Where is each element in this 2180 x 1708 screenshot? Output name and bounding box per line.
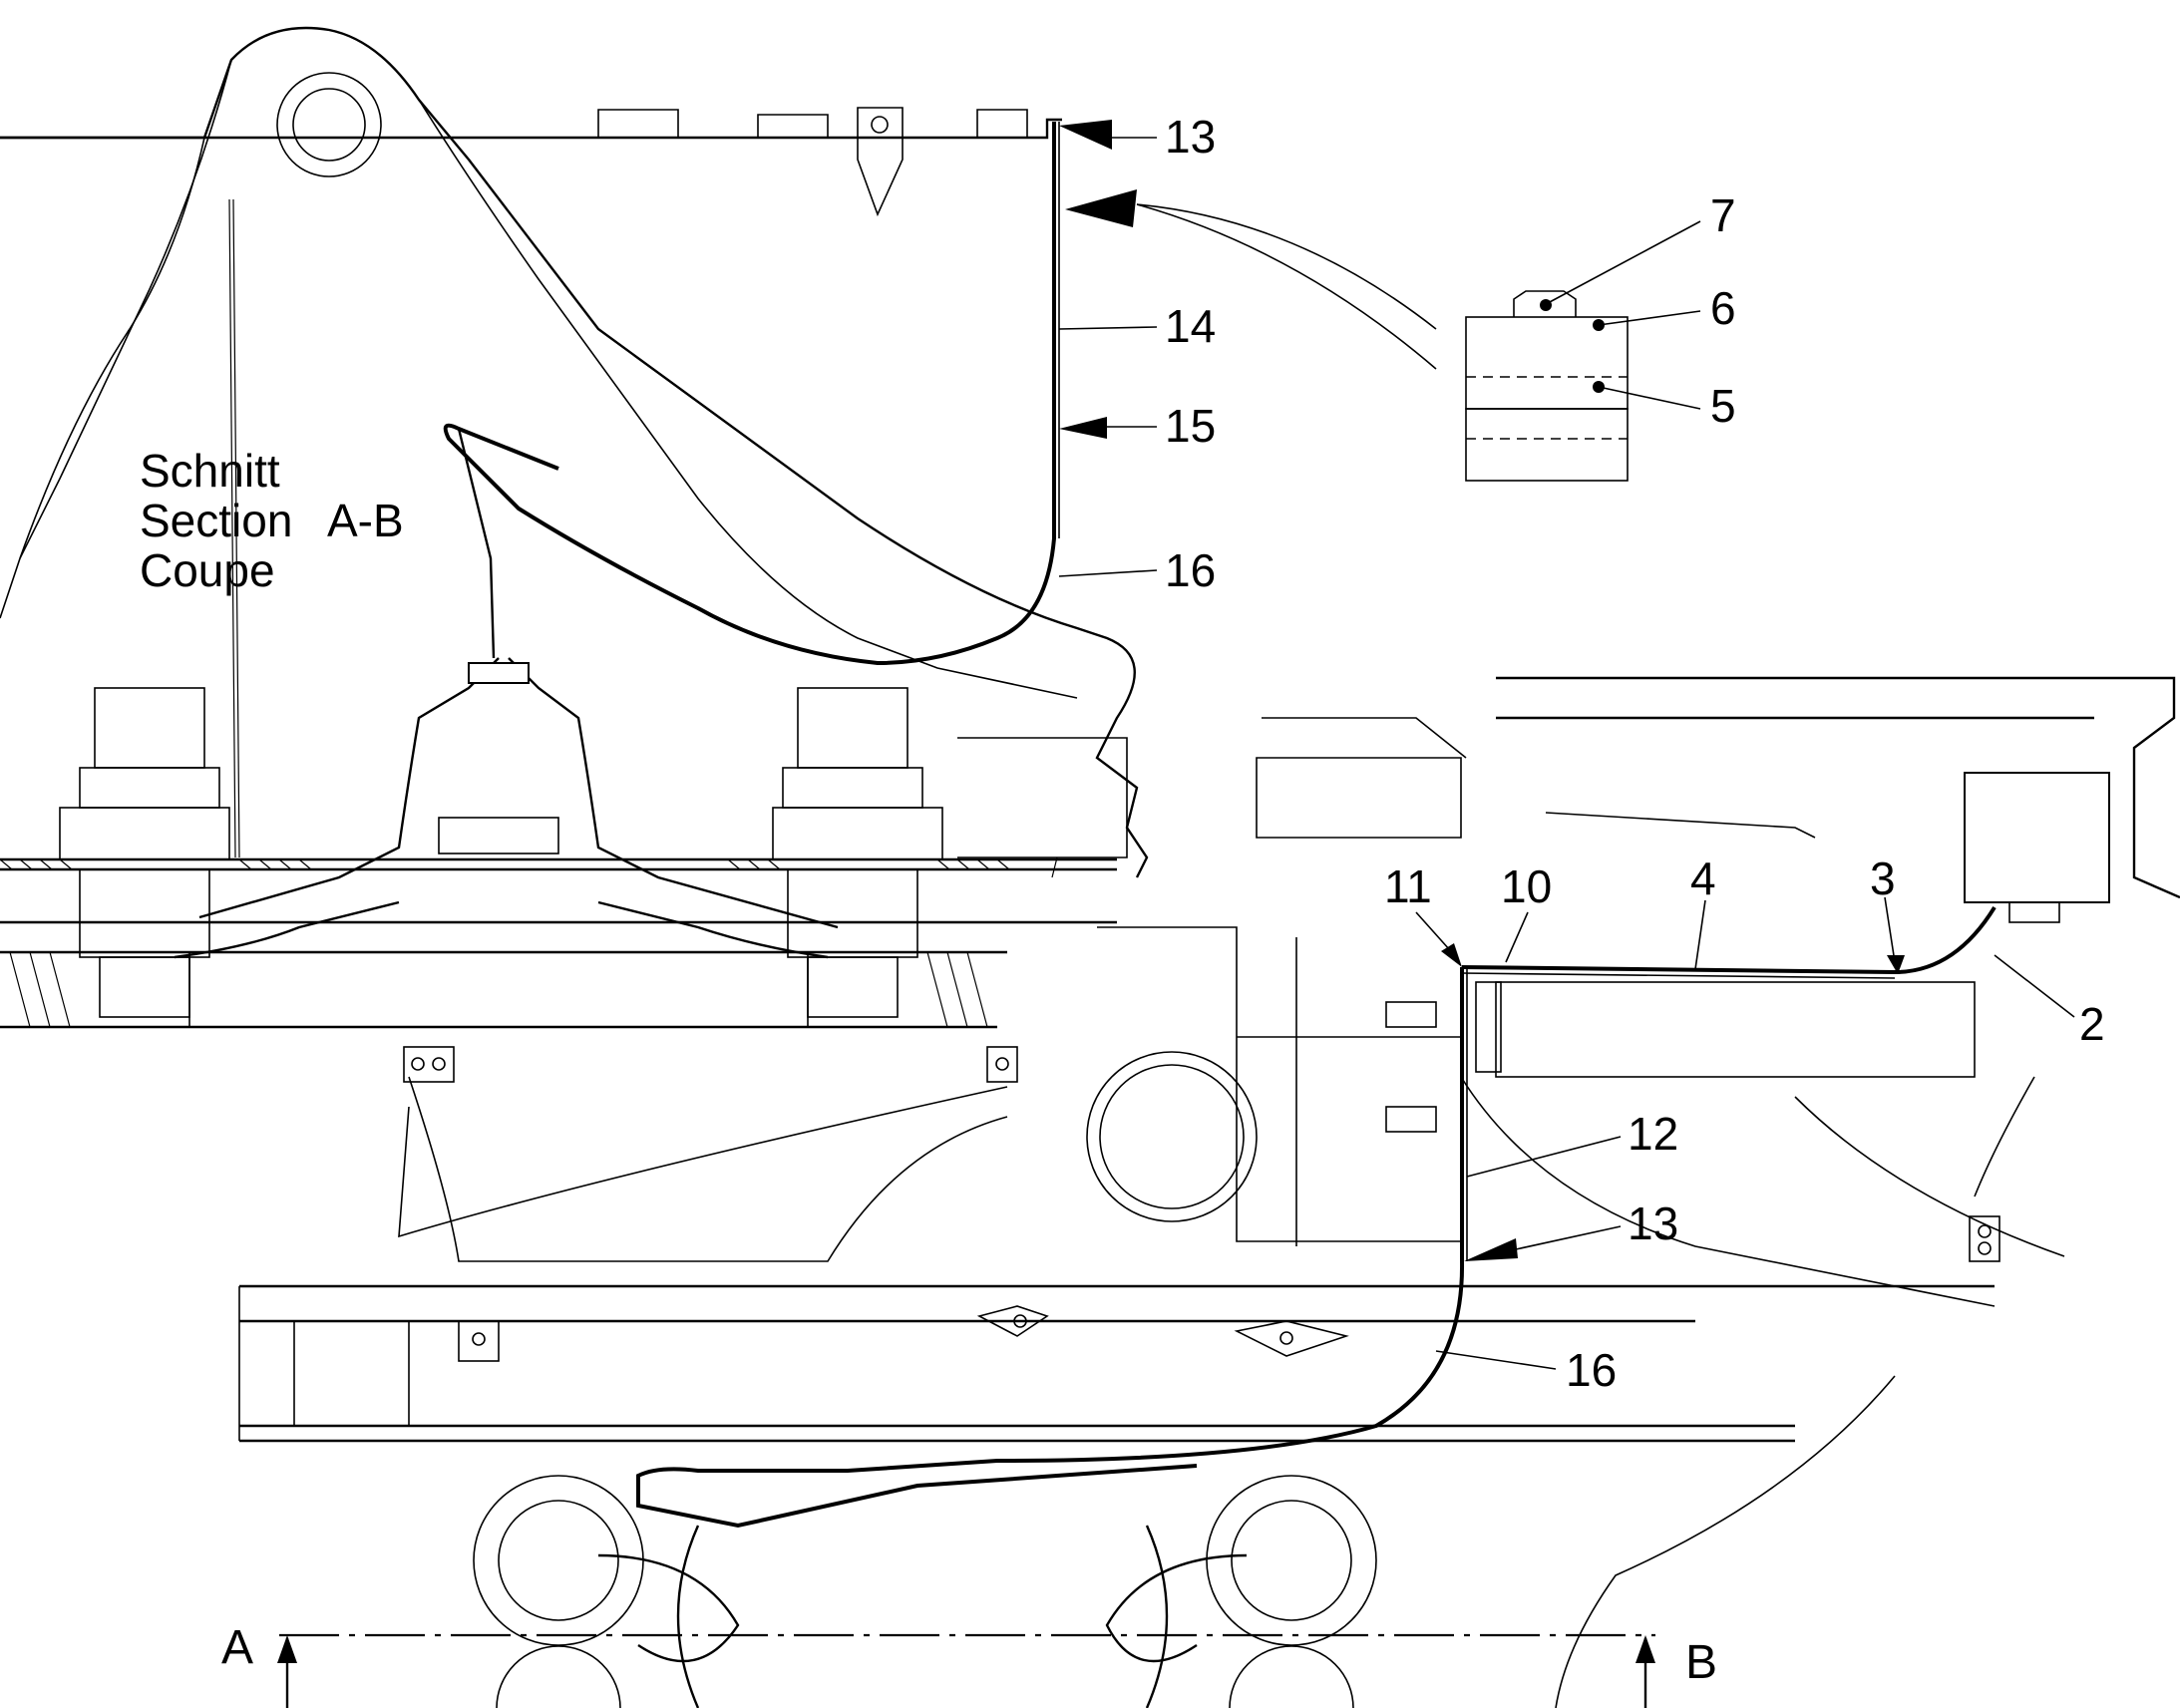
section-arrow-icon [277,1635,1655,1708]
callout-16-top: 16 [1165,544,1216,596]
callout-13-bottom: 13 [1628,1197,1678,1249]
callout-14: 14 [1165,300,1216,352]
callout-2: 2 [2079,998,2105,1050]
callout-16-bottom: 16 [1566,1344,1617,1396]
callout-7: 7 [1710,189,1736,241]
section-label-id: A-B [327,495,404,546]
right-travel-motor [772,687,943,1018]
section-label-section: Section [140,495,292,546]
section-marker-a: A [221,1621,253,1674]
leader-arrow-icon [1065,189,1137,227]
bolt-detail [1465,220,1701,482]
plan-view [238,676,2180,1708]
callout-4: 4 [1690,853,1716,904]
callout-numbers: 13 14 15 16 7 6 5 11 10 4 3 2 12 13 16 [1165,111,2105,1396]
callout-3: 3 [1870,853,1896,904]
callout-13-top: 13 [1165,111,1216,163]
callout-11: 11 [1384,860,1432,912]
hatched-sections [0,198,1058,1028]
leader-lines [1058,120,2075,1370]
bolt-icon [1513,290,1577,317]
callout-5: 5 [1710,380,1736,432]
section-markers: A B [221,1621,1717,1689]
lifting-lugs [403,1001,2000,1362]
section-view [0,26,1149,1029]
wheel-hubs [473,1475,1377,1708]
section-label-schnitt: Schnitt [140,445,280,497]
callout-6: 6 [1710,282,1736,334]
callout-15: 15 [1165,400,1216,452]
section-label: Schnitt Section Coupe A-B [140,445,404,596]
left-travel-motor [59,687,230,1018]
control-box [1964,772,2110,903]
section-marker-b: B [1685,1636,1717,1689]
callout-12: 12 [1628,1108,1678,1160]
section-label-coupe: Coupe [140,544,275,596]
callout-10: 10 [1501,860,1552,912]
